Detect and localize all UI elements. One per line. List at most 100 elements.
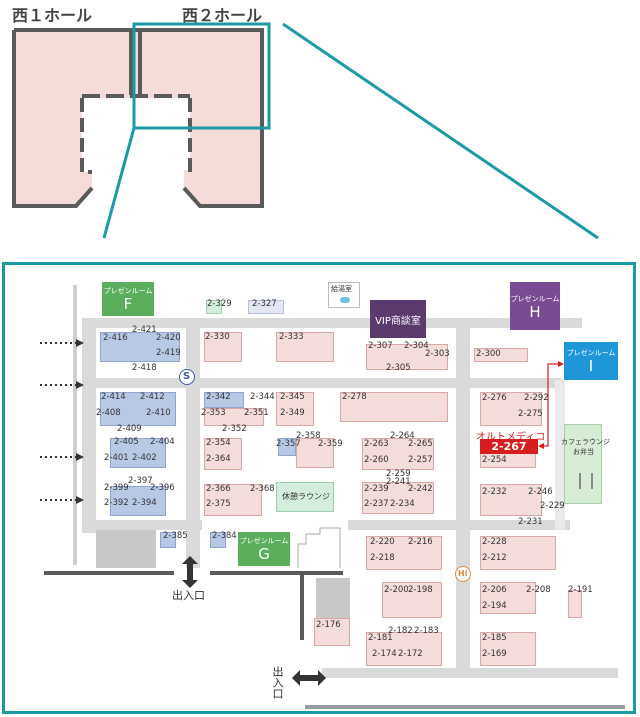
highlight-company-label: オルトメディコ [476,432,546,443]
booth-block-416[interactable] [100,332,180,362]
booth-label: 2-394 [132,498,157,508]
booth-2-384[interactable] [210,532,226,548]
booth-2-206[interactable] [480,582,536,614]
gray-block-left [96,530,156,568]
booth-label: 2-172 [398,649,423,659]
entry-arrow-3 [40,453,84,461]
vip-meeting-room[interactable]: VIP商談室 [370,300,426,338]
presentation-room-f[interactable]: プレゼンルーム F [102,282,154,316]
entrance-bottom-right-label: 出入口 [271,666,284,699]
entrance-arrow-vertical-icon [182,556,198,588]
booth-label: 2-275 [518,409,543,419]
entrance-bottom-left-label: 出入口 [172,589,205,602]
water-icon [340,297,350,303]
hall-west2-title: 西２ホール [182,6,263,25]
booth-2-333[interactable] [276,332,334,362]
booth-2-263[interactable] [362,438,434,470]
booth-label: 2-220 [370,537,395,547]
aisle-right-vertical [456,318,470,668]
presentation-room-i[interactable]: プレゼンルーム I [564,342,618,380]
booth-label: 2-333 [279,332,304,342]
booth-2-385[interactable] [160,532,176,548]
bottom-wall-mid [210,571,343,575]
booth-2-278[interactable] [340,392,448,422]
booth-label: 2-292 [524,393,549,403]
booth-label: 2-208 [526,585,551,595]
booth-label: 2-419 [156,348,181,358]
left-outer-wall [73,285,77,565]
booth-label: 2-194 [482,601,507,611]
hall-west1-title: 西１ホール [12,6,93,25]
booth-2-220[interactable] [366,536,442,570]
booth-label: 2-410 [146,408,171,418]
booth-label: 2-260 [364,455,389,465]
booth-2-330[interactable] [204,332,242,362]
booth-label: 2-218 [370,553,395,563]
booth-label: 2-305 [386,363,411,373]
booth-block-405[interactable] [110,438,166,468]
booth-label: 2-412 [140,392,165,402]
presentation-room-h[interactable]: プレゼンルーム H [510,282,560,330]
booth-label: 2-307 [368,341,393,351]
aisle-top [82,318,582,328]
booth-label: 2-409 [117,424,142,434]
booth-label: 2-359 [318,439,343,449]
booth-block-414[interactable] [100,392,176,426]
booth-label: 2-181 [368,633,393,643]
booth-2-307[interactable] [366,344,448,370]
booth-2-327[interactable] [248,300,284,314]
booth-label: 2-416 [103,333,128,343]
booth-label: 2-246 [528,487,553,497]
booth-label: 2-241 [386,477,411,487]
booth-2-359[interactable] [296,438,334,468]
booth-label: 2-206 [482,585,507,595]
booth-2-345[interactable] [276,392,314,426]
booth-2-228[interactable] [480,536,556,570]
booth-2-353[interactable] [204,408,264,426]
booth-label: 2-351 [244,408,269,418]
booth-label: 2-263 [364,439,389,449]
booth-2-329[interactable] [206,300,222,314]
entrance-arrow-horizontal-icon [292,670,326,686]
booth-block-399[interactable] [110,486,166,516]
booth-label: 2-401 [104,453,129,463]
booth-2-239[interactable] [362,482,434,514]
booth-2-232[interactable] [480,484,542,516]
booth-label: 2-385 [163,531,188,541]
booth-label: 2-200 [384,585,409,595]
booth-label: 2-242 [408,484,433,494]
booth-label: 2-237 [364,499,389,509]
booth-label: 2-420 [156,333,181,343]
booth-label: 2-231 [518,517,543,527]
bottom-wall-left [44,571,174,575]
booth-label: 2-353 [201,408,226,418]
room-h-sub: プレゼンルーム [510,295,560,303]
booth-2-200[interactable] [382,582,442,618]
room-i-sub: プレゼンルーム [566,349,616,357]
booth-2-366[interactable] [204,484,262,516]
booth-2-354[interactable] [204,438,242,470]
presentation-room-g[interactable]: プレゼンルーム G [238,532,290,566]
booth-label: 2-254 [482,455,507,465]
booth-label: 2-352 [222,424,247,434]
booth-label: 2-176 [316,620,341,630]
booth-2-357[interactable] [278,438,296,456]
booth-label: 2-349 [280,408,305,418]
highlight-booth-2-267[interactable]: 2-267 [480,439,538,454]
booth-2-176[interactable] [314,618,350,646]
booth-label: 2-265 [408,439,433,449]
booth-2-191[interactable] [568,590,582,618]
aisle-upper [82,378,562,388]
booth-label: 2-182 [388,626,413,636]
booth-2-185[interactable] [480,632,536,666]
entry-arrow-2 [40,381,84,389]
room-f-letter: F [123,295,133,313]
booth-2-182[interactable] [366,632,442,666]
aisle-bottom [322,668,618,678]
booth-2-300[interactable] [474,348,528,362]
booth-label: 2-405 [114,437,139,447]
booth-label: 2-212 [482,553,507,563]
booth-label: 2-408 [96,408,121,418]
booth-2-276[interactable] [480,392,542,426]
booth-2-342[interactable] [204,392,244,408]
